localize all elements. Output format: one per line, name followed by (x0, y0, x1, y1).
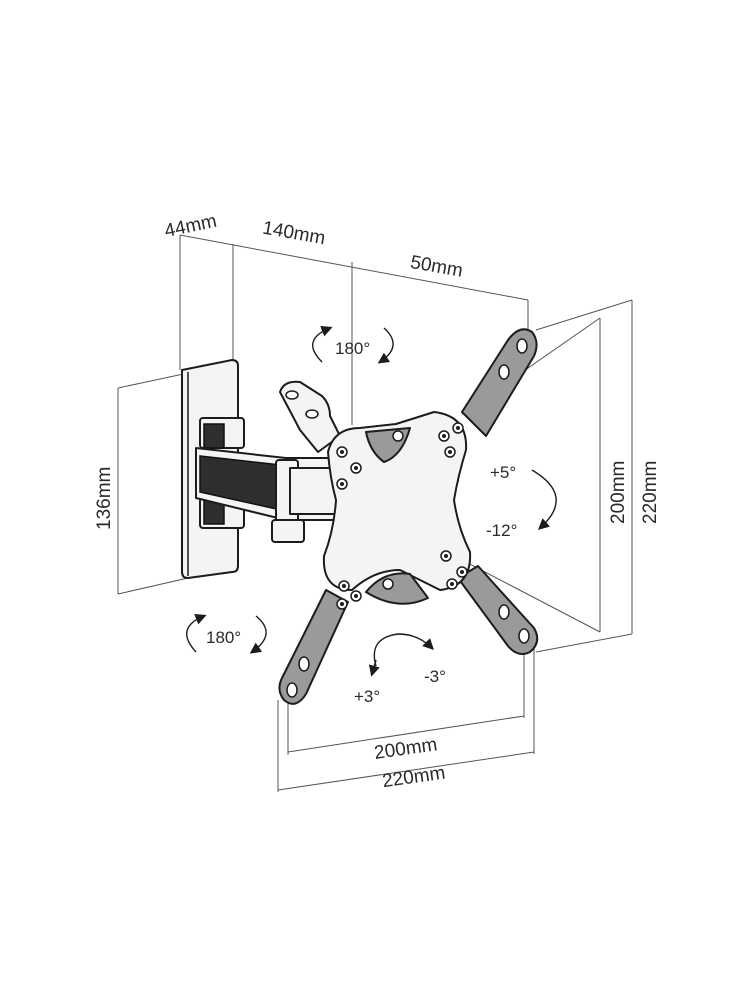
swivel-bottom-indicator: 180° (186, 613, 267, 654)
bolt-cluster-top-right (438, 422, 464, 458)
vesa-outer-height-label: 220mm (640, 461, 661, 524)
wall-plate-height-label: 136mm (94, 467, 115, 530)
tilt-down-label: -12° (486, 521, 517, 540)
tilt-up-label: +5° (490, 463, 516, 482)
swivel-bottom-label: 180° (206, 628, 241, 647)
rotate-right-label: -3° (424, 667, 446, 686)
swivel-top-label: 180° (335, 339, 370, 358)
bolt-cluster-bottom-right (440, 550, 468, 590)
arm-length-label: 140mm (261, 218, 327, 250)
swivel-top-indicator: 180° (312, 325, 394, 364)
bolt-cluster-top-left (336, 446, 362, 490)
bolt-cluster-bottom-left (336, 580, 362, 610)
bracket-depth-label: 50mm (409, 252, 465, 282)
vesa-inner-height-label: 200mm (608, 461, 629, 524)
vesa-bracket (278, 328, 539, 705)
tilt-indicator: +5° -12° (486, 463, 557, 540)
rotation-indicator: +3° -3° (354, 633, 446, 706)
vesa-outer-width-label: 220mm (381, 763, 447, 793)
vesa-inner-width-label: 200mm (373, 734, 439, 764)
rotate-left-label: +3° (354, 687, 380, 706)
